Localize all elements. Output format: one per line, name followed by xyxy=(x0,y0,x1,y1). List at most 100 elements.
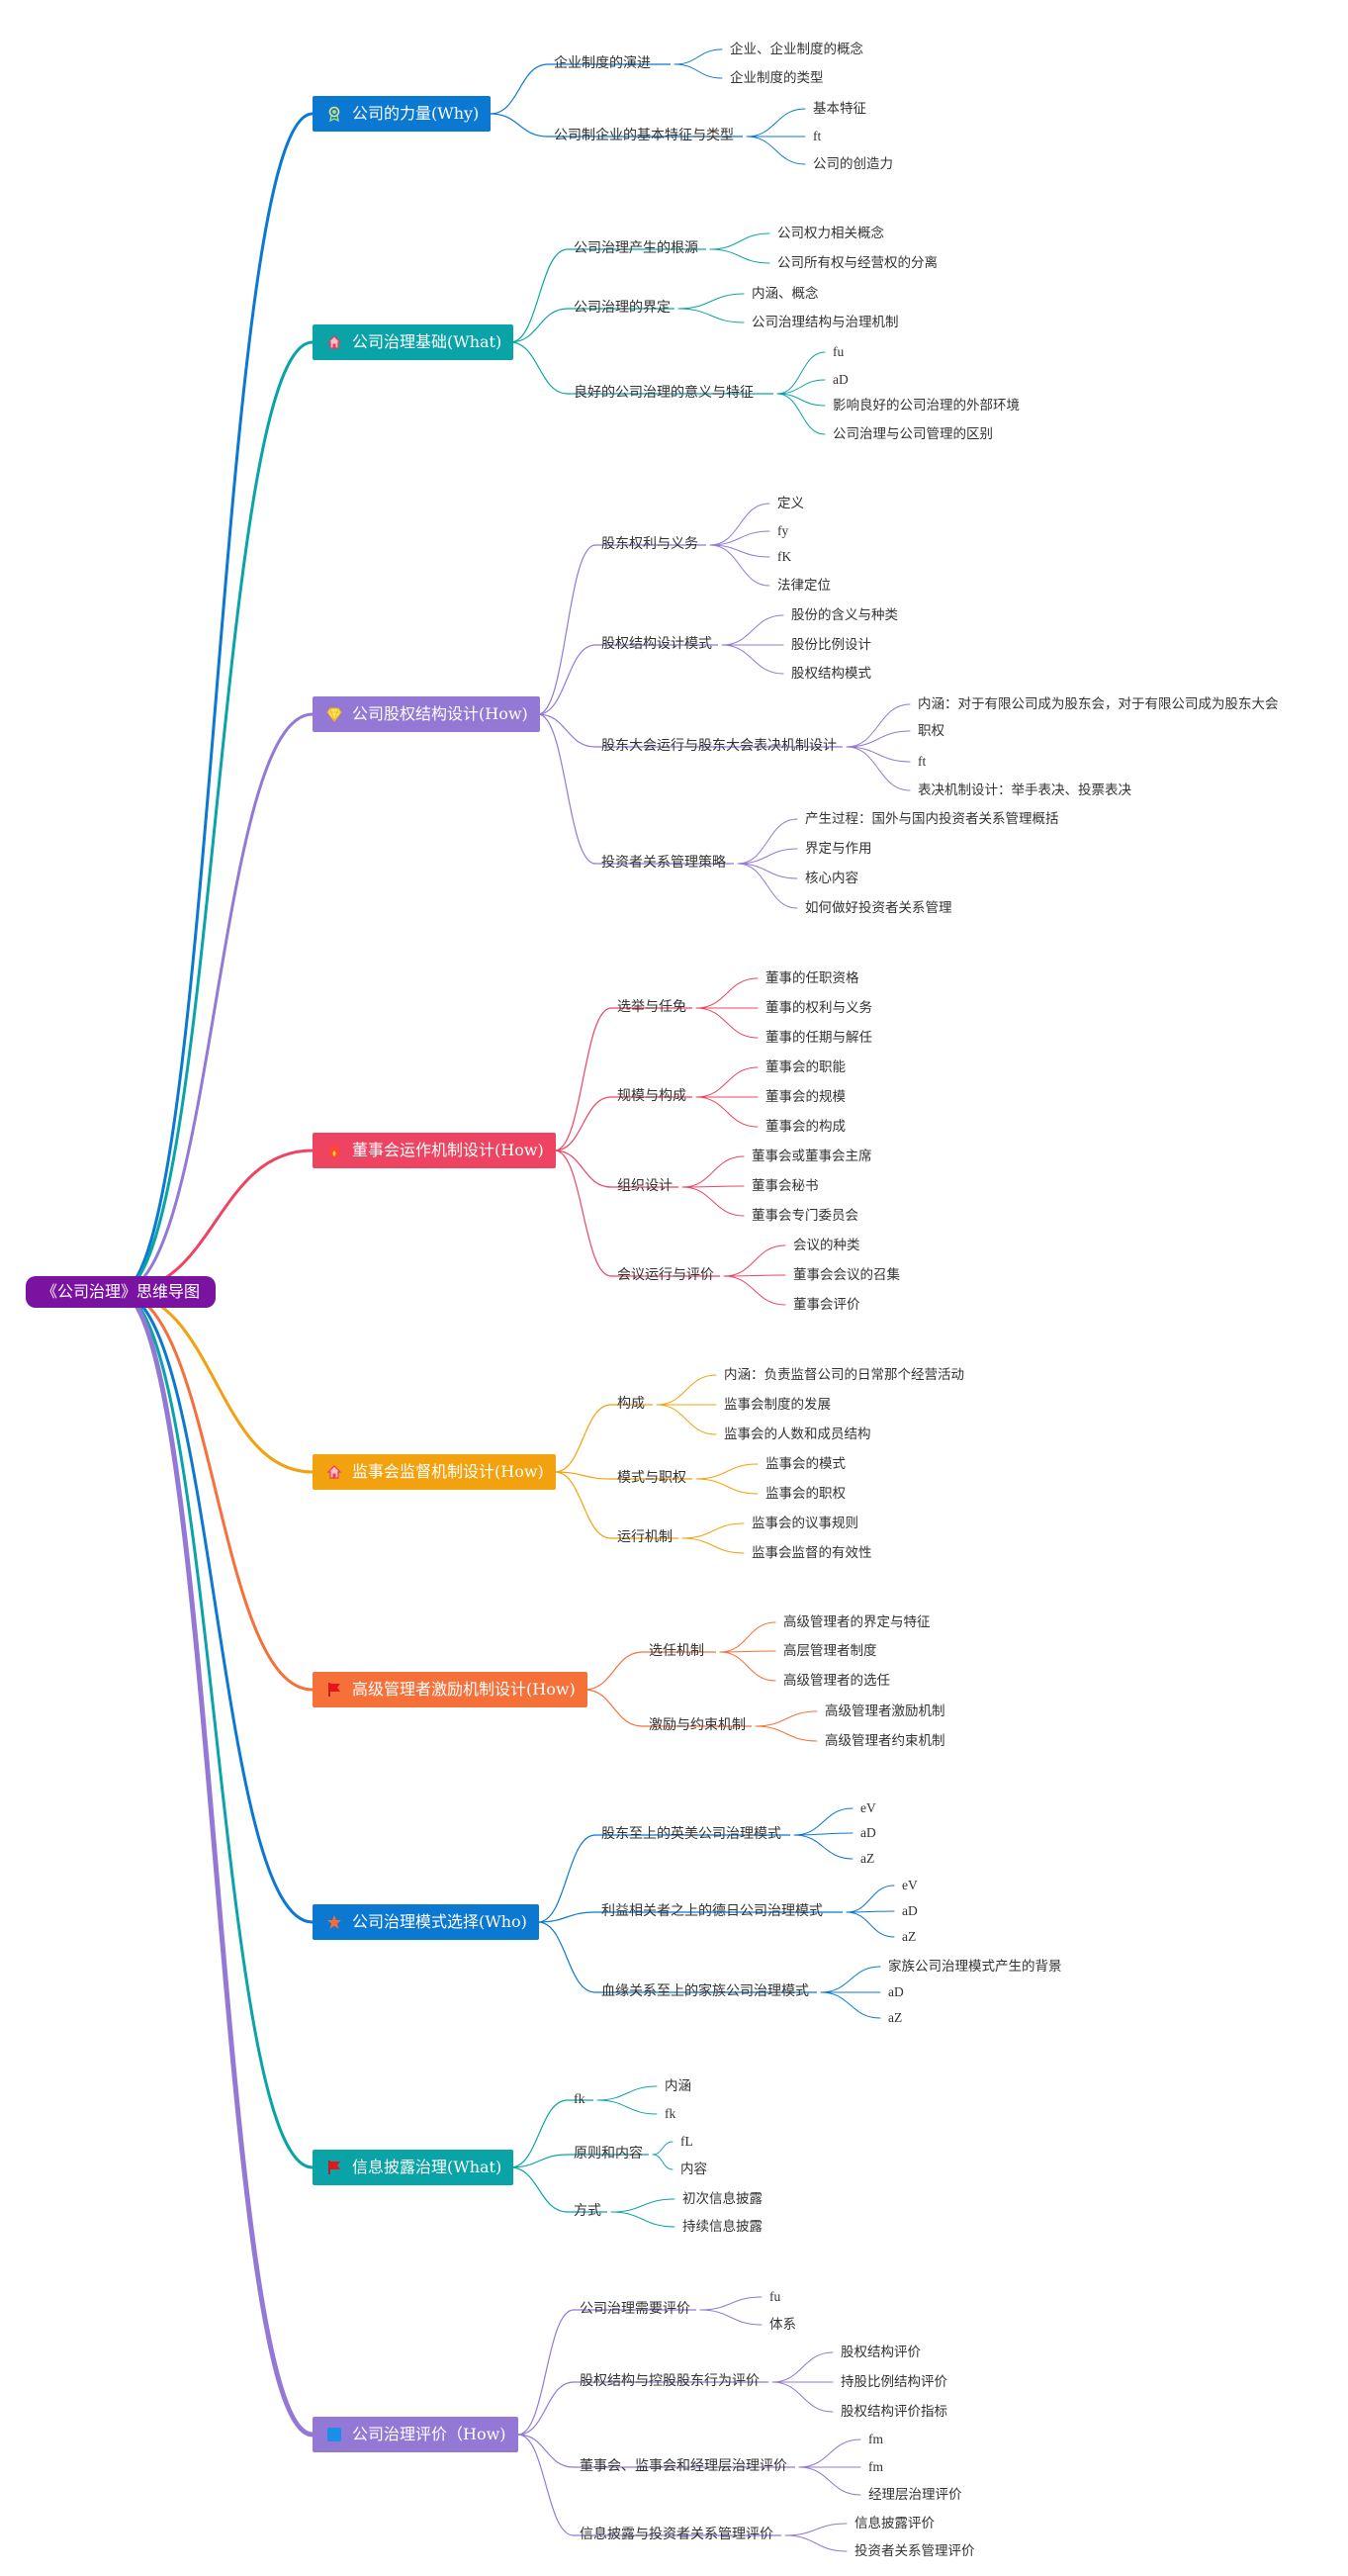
leaf-connector xyxy=(709,544,770,558)
branch-label: 公司股权结构设计(How) xyxy=(352,704,528,723)
subtopic-node: 模式与职权 xyxy=(617,1471,686,1486)
leaf-node: 公司权力相关概念 xyxy=(777,226,884,240)
square-icon xyxy=(327,2428,341,2441)
leaf-node: 内涵、概念 xyxy=(752,286,819,301)
leaf-node: 董事会秘书 xyxy=(752,1178,819,1193)
leaf-connector xyxy=(798,2466,861,2496)
subtopic-node: 选举与任免 xyxy=(617,1000,686,1015)
sub-connector xyxy=(509,2154,569,2168)
sub-connector xyxy=(554,1150,612,1277)
sub-connector xyxy=(537,713,596,748)
leaf-connector xyxy=(652,2141,674,2156)
leaf-connector xyxy=(695,1463,759,1480)
leaf-node: 监事会的模式 xyxy=(765,1456,846,1471)
leaf-connector xyxy=(699,2296,763,2311)
subtopic-node: 公司治理需要评价 xyxy=(580,2302,690,2317)
leaf-connector xyxy=(656,1404,717,1435)
sub-connector xyxy=(554,1007,612,1151)
subtopic-node: 股权结构与控股股东行为评价 xyxy=(580,2374,760,2389)
branch-node[interactable]: 高级管理者激励机制设计(How) xyxy=(313,1672,587,1707)
leaf-node: 如何做好投资者关系管理 xyxy=(805,900,952,915)
branch-label: 监事会监督机制设计(How) xyxy=(352,1462,544,1481)
subtopic-node: 股东大会运行与股东大会表决机制设计 xyxy=(601,739,837,754)
sub-connector xyxy=(554,1150,612,1188)
branch-node[interactable]: 公司治理评价（How) xyxy=(313,2417,518,2452)
leaf-connector xyxy=(846,746,911,763)
leaf-node: 表决机制设计：举手表决、投票表决 xyxy=(918,782,1131,797)
leaf-connector xyxy=(674,48,723,65)
branch-node[interactable]: 董事会运作机制设计(How) xyxy=(313,1133,556,1168)
leaf-node: 投资者关系管理评价 xyxy=(854,2543,975,2558)
leaf-connector xyxy=(652,2154,674,2170)
leaf-connector xyxy=(681,1537,745,1554)
branch-label: 信息披露治理(What) xyxy=(352,2158,502,2176)
leaf-node: 监事会制度的发展 xyxy=(724,1397,831,1412)
sub-connector xyxy=(554,1471,612,1539)
leaf-node: 内涵：负责监督公司的日常那个经营活动 xyxy=(724,1367,964,1382)
leaf-connector xyxy=(695,1007,759,1039)
leaf-connector xyxy=(755,1725,818,1742)
branch-node[interactable]: 监事会监督机制设计(How) xyxy=(313,1454,556,1490)
house-icon xyxy=(326,1465,342,1479)
leaf-connector xyxy=(656,1374,717,1406)
subtopic-node: 股东至上的英美公司治理模式 xyxy=(601,1827,781,1842)
leaf-node: 初次信息披露 xyxy=(682,2191,763,2206)
sub-connector xyxy=(554,1096,612,1151)
leaf-connector xyxy=(776,351,826,395)
branch-connector xyxy=(117,340,315,1294)
branch-node[interactable]: 公司治理基础(What) xyxy=(313,324,514,360)
branch-node[interactable]: 信息披露治理(What) xyxy=(313,2150,514,2185)
leaf-connector xyxy=(681,1185,745,1188)
subtopic-node: 会议运行与评价 xyxy=(617,1268,714,1283)
leaf-node: fu xyxy=(769,2289,781,2304)
leaf-connector xyxy=(776,379,826,395)
leaf-node: aZ xyxy=(860,1851,875,1866)
subtopic-node: 组织设计 xyxy=(617,1179,673,1194)
subtopic-node: 方式 xyxy=(574,2204,601,2219)
branch-connector xyxy=(117,112,315,1294)
leaf-connector xyxy=(723,1244,786,1277)
sub-connector xyxy=(517,2434,575,2468)
leaf-connector xyxy=(719,1651,776,1682)
subtopic-node: 规模与构成 xyxy=(617,1089,686,1104)
leaf-node: 企业制度的类型 xyxy=(730,70,824,85)
branch-connector xyxy=(117,712,315,1294)
leaf-node: 企业、企业制度的概念 xyxy=(730,42,863,56)
leaf-node: aD xyxy=(888,1984,904,1999)
sub-connector xyxy=(509,248,569,343)
branch-node[interactable]: 公司治理模式选择(Who) xyxy=(313,1904,539,1940)
leaf-node: 监事会监督的有效性 xyxy=(752,1545,872,1560)
subtopic-node: 利益相关者之上的德日公司治理模式 xyxy=(601,1904,823,1919)
leaf-node: eV xyxy=(902,1878,918,1892)
leaf-node: 高级管理者的界定与特征 xyxy=(783,1614,931,1629)
sub-connector xyxy=(517,2309,575,2436)
leaf-node: 持续信息披露 xyxy=(682,2219,763,2234)
leaf-connector xyxy=(846,730,911,748)
leaf-connector xyxy=(721,614,784,646)
branch-node[interactable]: 公司的力量(Why) xyxy=(313,96,492,132)
leaf-node: 董事会评价 xyxy=(793,1297,860,1312)
leaf-node: 职权 xyxy=(918,723,944,738)
branch-label: 董事会运作机制设计(How) xyxy=(352,1141,544,1159)
subtopic-node: fk xyxy=(574,2092,585,2107)
branch-node[interactable]: 公司股权结构设计(How) xyxy=(313,696,540,732)
flame-icon xyxy=(329,1144,339,1157)
sub-connector xyxy=(517,2434,575,2536)
leaf-connector xyxy=(820,1991,881,2019)
leaf-connector xyxy=(719,1650,776,1653)
leaf-connector xyxy=(737,848,798,865)
leaf-node: 股权结构评价指标 xyxy=(841,2404,947,2419)
leaf-connector xyxy=(610,2211,675,2228)
subtopic-node: 公司制企业的基本特征与类型 xyxy=(554,129,734,143)
leaf-node: 公司所有权与经营权的分离 xyxy=(777,255,938,270)
leaf-connector xyxy=(596,2085,658,2101)
sub-connector xyxy=(584,1651,644,1691)
sub-connector xyxy=(537,544,596,715)
subtopic-node: 良好的公司治理的意义与特征 xyxy=(574,386,754,401)
leaf-connector xyxy=(771,2381,834,2413)
leaf-node: eV xyxy=(860,1800,876,1815)
root-node[interactable]: 《公司治理》思维导图 xyxy=(26,1276,217,1308)
leaf-connector xyxy=(695,1096,759,1128)
sub-connector xyxy=(537,1834,596,1923)
subtopic-node: 血缘关系至上的家族公司治理模式 xyxy=(601,1984,809,1999)
